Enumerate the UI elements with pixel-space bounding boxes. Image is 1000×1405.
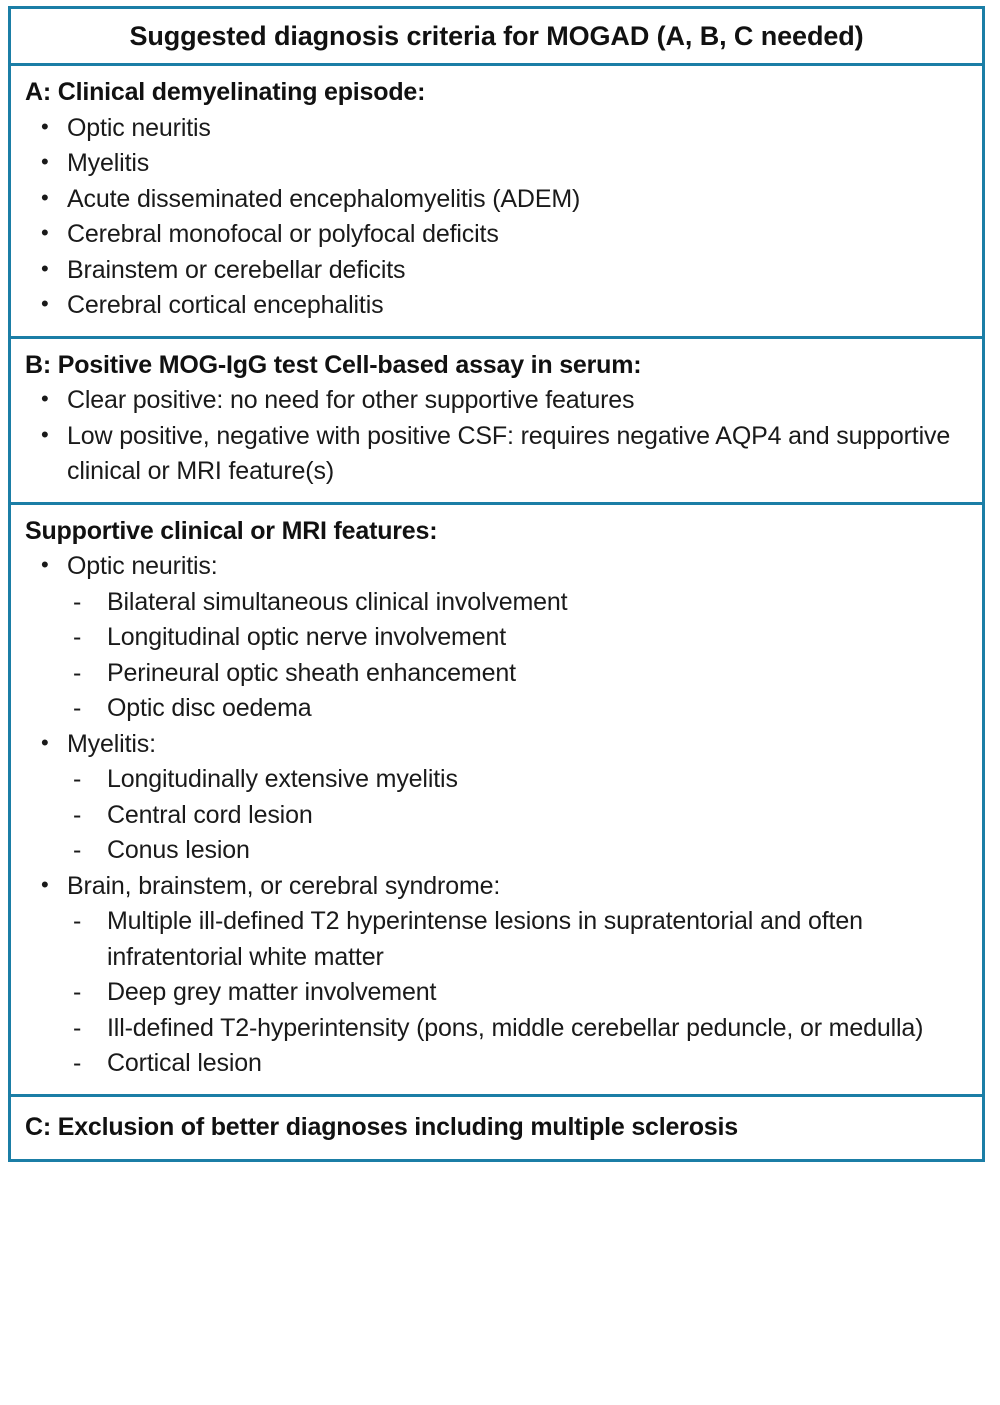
criterion-a-list: • Optic neuritis • Myelitis • Acute diss…	[25, 111, 968, 324]
list-item-label: Cerebral monofocal or polyfocal deficits	[67, 220, 499, 248]
list-item: • Optic neuritis	[25, 111, 968, 147]
bullet-icon: •	[41, 552, 49, 577]
dash-icon: -	[73, 907, 82, 935]
dash-icon: -	[73, 836, 82, 864]
dash-icon: -	[73, 587, 82, 616]
myelitis-sublist: - Longitudinally extensive myelitis - Ce…	[25, 762, 968, 869]
bullet-icon: •	[41, 149, 49, 174]
sub-list-item: - Optic disc oedema	[25, 691, 968, 727]
section-heading-supportive: Supportive clinical or MRI features:	[25, 516, 438, 545]
list-item: • Acute disseminated encephalomyelitis (…	[25, 182, 968, 218]
sub-list-item: - Longitudinal optic nerve involvement	[25, 620, 968, 656]
page-title: Suggested diagnosis criteria for MOGAD (…	[129, 20, 864, 51]
list-item-label: Clear positive: no need for other suppor…	[67, 386, 635, 414]
sub-list-item-label: Longitudinally extensive myelitis	[107, 765, 458, 793]
dash-icon: -	[73, 658, 82, 687]
list-item: • Cerebral monofocal or polyfocal defici…	[25, 217, 968, 253]
bullet-icon: •	[41, 291, 49, 316]
sub-list-item: - Conus lesion	[25, 833, 968, 869]
dash-icon: -	[73, 1013, 82, 1042]
bullet-icon: •	[41, 184, 49, 210]
sub-list-item: - Multiple ill-defined T2 hyperintense l…	[25, 904, 968, 975]
sub-list-item: - Deep grey matter involvement	[25, 975, 968, 1011]
list-item-label: Cerebral cortical encephalitis	[67, 291, 384, 319]
brain-syndrome-sublist: - Multiple ill-defined T2 hyperintense l…	[25, 904, 968, 1082]
sub-list-item-label: Ill-defined T2-hyperintensity (pons, mid…	[107, 1013, 924, 1042]
dash-icon: -	[73, 978, 82, 1006]
bullet-icon: •	[41, 255, 49, 281]
section-criterion-a: A: Clinical demyelinating episode: • Opt…	[11, 66, 982, 339]
list-item-label: Myelitis	[67, 149, 150, 177]
list-item-group-label: • Myelitis:	[25, 727, 968, 763]
list-item-label: Acute disseminated encephalomyelitis (AD…	[67, 184, 581, 213]
section-supportive-features: Supportive clinical or MRI features: • O…	[11, 505, 982, 1097]
bullet-icon: •	[41, 729, 49, 755]
dash-icon: -	[73, 800, 82, 829]
list-item-label: Low positive, negative with positive CSF…	[67, 421, 951, 486]
section-criterion-c: C: Exclusion of better diagnoses includi…	[11, 1097, 982, 1160]
sub-list-item-label: Central cord lesion	[107, 800, 313, 829]
bullet-icon: •	[41, 113, 49, 139]
dash-icon: -	[73, 1049, 82, 1077]
list-item: • Cerebral cortical encephalitis	[25, 288, 968, 324]
sub-list-item-label: Longitudinal optic nerve involvement	[107, 623, 507, 651]
sub-list-item-label: Perineural optic sheath enhancement	[107, 658, 516, 687]
list-item: • Clear positive: no need for other supp…	[25, 383, 968, 419]
list-item-group-label: • Brain, brainstem, or cerebral syndrome…	[25, 869, 968, 905]
mogad-criteria-table: Suggested diagnosis criteria for MOGAD (…	[8, 6, 985, 1162]
group-label: Brain, brainstem, or cerebral syndrome:	[67, 871, 501, 900]
sub-list-item-label: Multiple ill-defined T2 hyperintense les…	[107, 907, 863, 971]
sub-list-item-label: Bilateral simultaneous clinical involvem…	[107, 587, 568, 616]
section-criterion-b: B: Positive MOG-IgG test Cell-based assa…	[11, 339, 982, 505]
sub-list-item: - Central cord lesion	[25, 798, 968, 834]
dash-icon: -	[73, 623, 82, 651]
sub-list-item-label: Optic disc oedema	[107, 694, 312, 722]
bullet-icon: •	[41, 421, 49, 447]
list-item-label: Brainstem or cerebellar deficits	[67, 255, 406, 284]
list-item: • Low positive, negative with positive C…	[25, 419, 968, 490]
sub-list-item: - Longitudinally extensive myelitis	[25, 762, 968, 798]
list-item: • Myelitis	[25, 146, 968, 182]
group-label: Myelitis:	[67, 729, 156, 758]
group-label: Optic neuritis:	[67, 552, 218, 580]
sub-list-item-label: Cortical lesion	[107, 1049, 262, 1077]
sub-list-item: - Perineural optic sheath enhancement	[25, 656, 968, 692]
section-heading-b: B: Positive MOG-IgG test Cell-based assa…	[25, 350, 642, 379]
bullet-icon: •	[41, 386, 49, 411]
optic-neuritis-sublist: - Bilateral simultaneous clinical involv…	[25, 585, 968, 727]
sub-list-item-label: Conus lesion	[107, 836, 250, 864]
sub-list-item: - Ill-defined T2-hyperintensity (pons, m…	[25, 1011, 968, 1047]
sub-list-item: - Bilateral simultaneous clinical involv…	[25, 585, 968, 621]
dash-icon: -	[73, 765, 82, 793]
table-title-row: Suggested diagnosis criteria for MOGAD (…	[11, 9, 982, 66]
list-item-label: Optic neuritis	[67, 113, 211, 142]
list-item-group-label: • Optic neuritis:	[25, 549, 968, 585]
sub-list-item-label: Deep grey matter involvement	[107, 978, 437, 1006]
bullet-icon: •	[41, 220, 49, 245]
dash-icon: -	[73, 694, 82, 722]
sub-list-item: - Cortical lesion	[25, 1046, 968, 1082]
criterion-b-list: • Clear positive: no need for other supp…	[25, 383, 968, 490]
section-heading-c: C: Exclusion of better diagnoses includi…	[25, 1112, 738, 1141]
bullet-icon: •	[41, 871, 49, 897]
section-heading-a: A: Clinical demyelinating episode:	[25, 78, 426, 106]
supportive-features-list: • Optic neuritis: - Bilateral simultaneo…	[25, 549, 968, 1082]
list-item: • Brainstem or cerebellar deficits	[25, 253, 968, 289]
